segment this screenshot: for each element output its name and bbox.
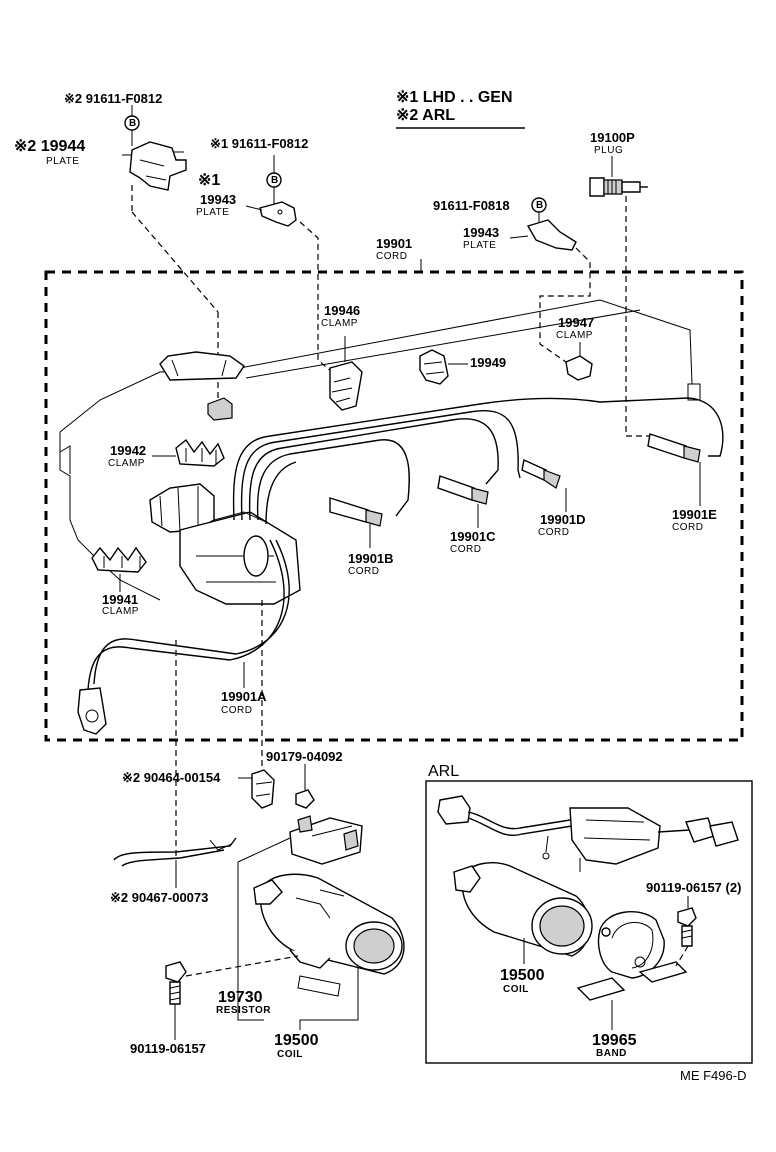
boot-19901a [77, 687, 107, 735]
mark-19943-a: ※1 [198, 172, 221, 189]
wire-90467 [113, 837, 237, 867]
clamp-19949 [419, 349, 449, 385]
part-number-19730: 19730 [218, 989, 263, 1006]
part-number-19949: 19949 [470, 355, 507, 370]
resistor-19730 [289, 815, 363, 865]
arl-harness [437, 795, 739, 872]
part-name-19100p: PLUG [594, 145, 624, 156]
distributor [149, 483, 301, 605]
arl-coil-19500 [453, 862, 593, 957]
bolt-90119-left [165, 961, 187, 1005]
part-number-19901b: 19901B [348, 551, 394, 566]
part-number-19943-b: 19943 [463, 225, 500, 240]
arl-box [425, 780, 753, 1064]
clamp-19941 [91, 546, 147, 573]
part-name-19901: CORD [376, 251, 408, 262]
coil-19500 [253, 873, 405, 997]
boot-19901e [647, 433, 701, 463]
part-number-19901d: 19901D [540, 512, 586, 527]
part-name-19942: CLAMP [108, 458, 145, 469]
part-name-19901d: CORD [538, 527, 570, 538]
clip-90464 [251, 769, 275, 809]
clamp-19947 [565, 355, 593, 381]
part-number-19965: 19965 [592, 1032, 637, 1049]
part-name-19941: CLAMP [102, 606, 139, 617]
figure-code: ME F496-D [680, 1068, 747, 1083]
part-number-19901c: 19901C [450, 529, 496, 544]
spark-plug-19100p [589, 177, 648, 197]
part-number-19100p: 19100P [590, 130, 635, 145]
bolt-mark-label-3: B [536, 200, 544, 211]
part-number-19947: 19947 [558, 315, 595, 330]
part-name-19947: CLAMP [556, 330, 593, 341]
engine-outline [59, 299, 701, 601]
part-name-19946: CLAMP [321, 318, 358, 329]
boot-19901b [329, 497, 383, 527]
part-name-19965: BAND [596, 1048, 627, 1059]
part-number-90179-04092: 90179-04092 [266, 749, 343, 764]
clamp-19946 [329, 361, 363, 411]
part-number-19901: 19901 [376, 236, 413, 251]
plate-19943-b [526, 219, 577, 251]
part-number-90464-00154: ※2 90464-00154 [122, 770, 221, 785]
legend-line-1: ※1 LHD . . GEN [396, 89, 513, 106]
arl-bolt-90119 [677, 907, 697, 947]
part-number-90467-00073: ※2 90467-00073 [110, 890, 209, 905]
part-name-19901c: CORD [450, 544, 482, 555]
part-number-91611-f0812-a: ※2 91611-F0812 [64, 91, 163, 106]
part-name-19730: RESISTOR [216, 1005, 271, 1016]
part-number-90119-06157-b: 90119-06157 (2) [646, 880, 742, 895]
bolt-mark-label-1: B [129, 118, 137, 129]
clamp-19942 [175, 438, 225, 467]
bolt-mark-label-2: B [271, 175, 279, 186]
nut-90179 [295, 789, 315, 809]
part-number-19500: 19500 [274, 1032, 319, 1049]
part-number-19944: ※2 19944 [14, 138, 86, 155]
part-name-19901a: CORD [221, 705, 253, 716]
part-name-19901b: CORD [348, 566, 380, 577]
part-name-19943-b: PLATE [463, 240, 497, 251]
part-number-19943-a: 19943 [200, 192, 237, 207]
part-number-91611-f0818: 91611-F0818 [433, 198, 510, 213]
part-number-19942: 19942 [110, 443, 147, 458]
arl-band-19965 [576, 911, 688, 1001]
legend-line-2: ※2 ARL [396, 107, 456, 124]
part-number-90119-06157-a: 90119-06157 [130, 1041, 206, 1056]
part-name-19943-a: PLATE [196, 207, 230, 218]
boot-19901c [437, 475, 489, 505]
part-name-19944: PLATE [46, 156, 80, 167]
part-number-91611-f0812-b: ※1 91611-F0812 [210, 136, 309, 151]
part-name-19500-arl: COIL [503, 984, 529, 995]
part-number-19901a: 19901A [221, 689, 267, 704]
plate-19944 [122, 141, 187, 191]
part-number-19901e: 19901E [672, 507, 717, 522]
part-name-19901e: CORD [672, 522, 704, 533]
part-number-19946: 19946 [324, 303, 361, 318]
part-number-19941: 19941 [102, 592, 139, 607]
cord-set-boundary [44, 270, 744, 742]
plate-19943-a [259, 201, 297, 227]
arl-section-title: ARL [428, 763, 460, 780]
part-name-19500: COIL [277, 1049, 303, 1060]
part-number-19500-arl: 19500 [500, 967, 545, 984]
ignition-cords [87, 397, 724, 691]
boot-19901d [521, 458, 561, 489]
